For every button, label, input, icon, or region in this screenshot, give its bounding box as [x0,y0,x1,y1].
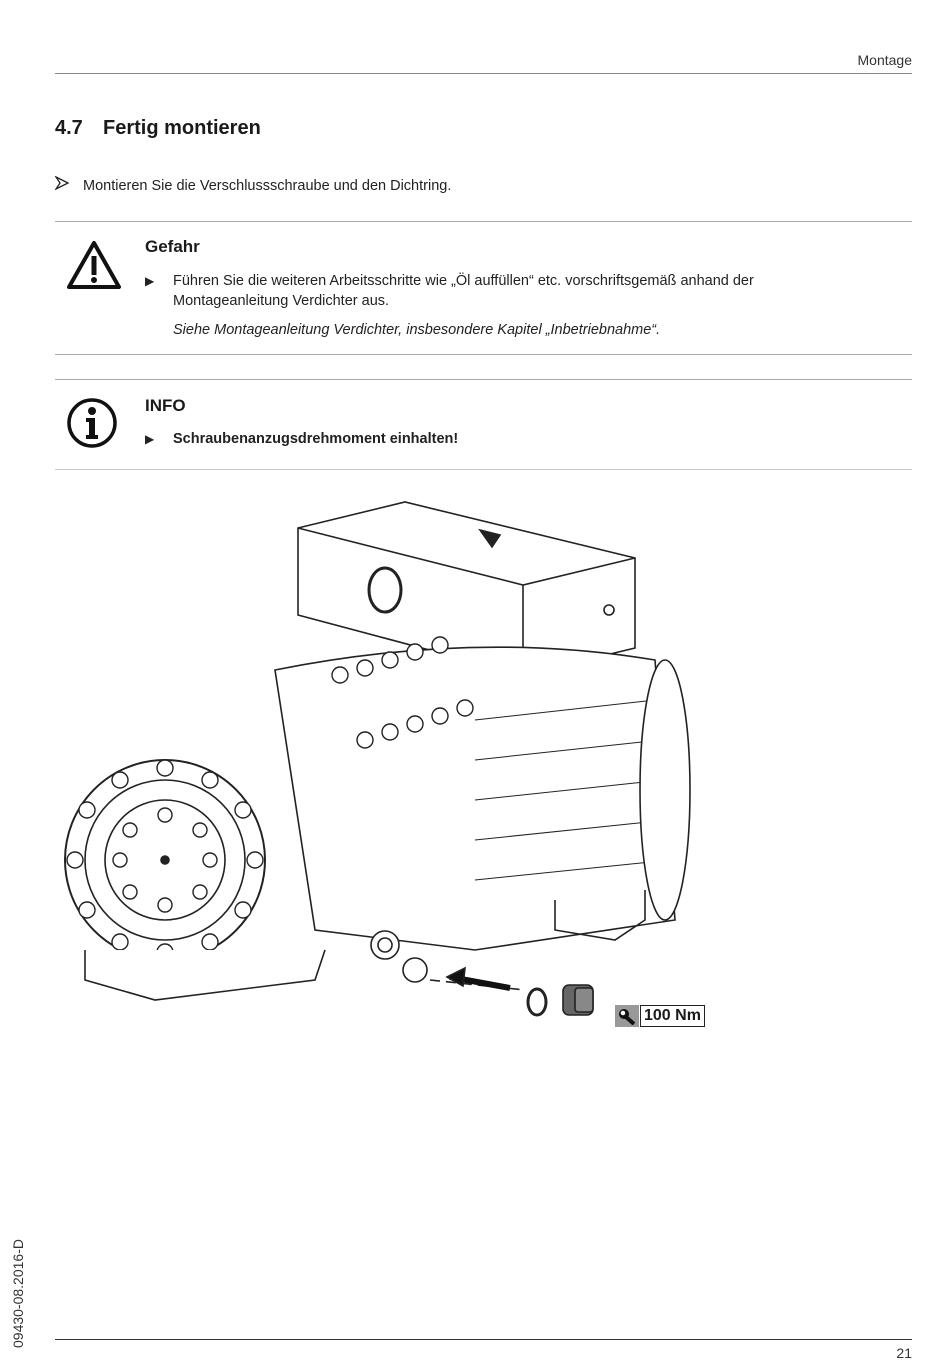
page-number: 21 [896,1345,912,1361]
header-section: Montage [857,52,912,68]
bullet-triangle-icon: ▶ [145,432,155,446]
info-circle-icon [66,397,118,454]
instruction-step: Montieren Sie die Verschlussschraube und… [54,175,452,194]
section-number: 4.7 [55,117,83,139]
torque-value: 100 Nm [640,1005,705,1027]
info-box-top-rule [55,379,912,380]
compressor-illustration [55,480,755,1060]
danger-bullet: ▶ Führen Sie die weiteren Arbeitsschritt… [145,271,853,311]
header-rule [55,73,912,74]
danger-bullet-text: Führen Sie die weiteren Arbeitsschritte … [173,273,754,309]
bullet-triangle-icon: ▶ [145,274,155,288]
document-code: 09430-08.2016-D [10,1239,26,1348]
footer-rule [55,1339,912,1340]
danger-box-bottom-rule [55,354,912,355]
wrench-icon [615,1005,639,1027]
section-heading: 4.7 Fertig montieren [55,117,261,140]
step-text: Montieren Sie die Verschlussschraube und… [83,178,452,194]
torque-specification: 100 Nm [615,1005,705,1027]
danger-box-top-rule [55,221,912,222]
danger-note: Siehe Montageanleitung Verdichter, insbe… [173,322,661,338]
info-bullet: ▶ Schraubenanzugsdrehmoment einhalten! [145,429,853,449]
warning-triangle-icon [66,240,122,295]
hollow-arrow-icon [54,175,83,194]
info-bullet-text: Schraubenanzugsdrehmoment einhalten! [173,431,459,447]
info-title: INFO [145,396,186,415]
danger-title: Gefahr [145,237,200,256]
section-title: Fertig montieren [103,117,261,139]
info-box-bottom-rule [55,469,912,470]
